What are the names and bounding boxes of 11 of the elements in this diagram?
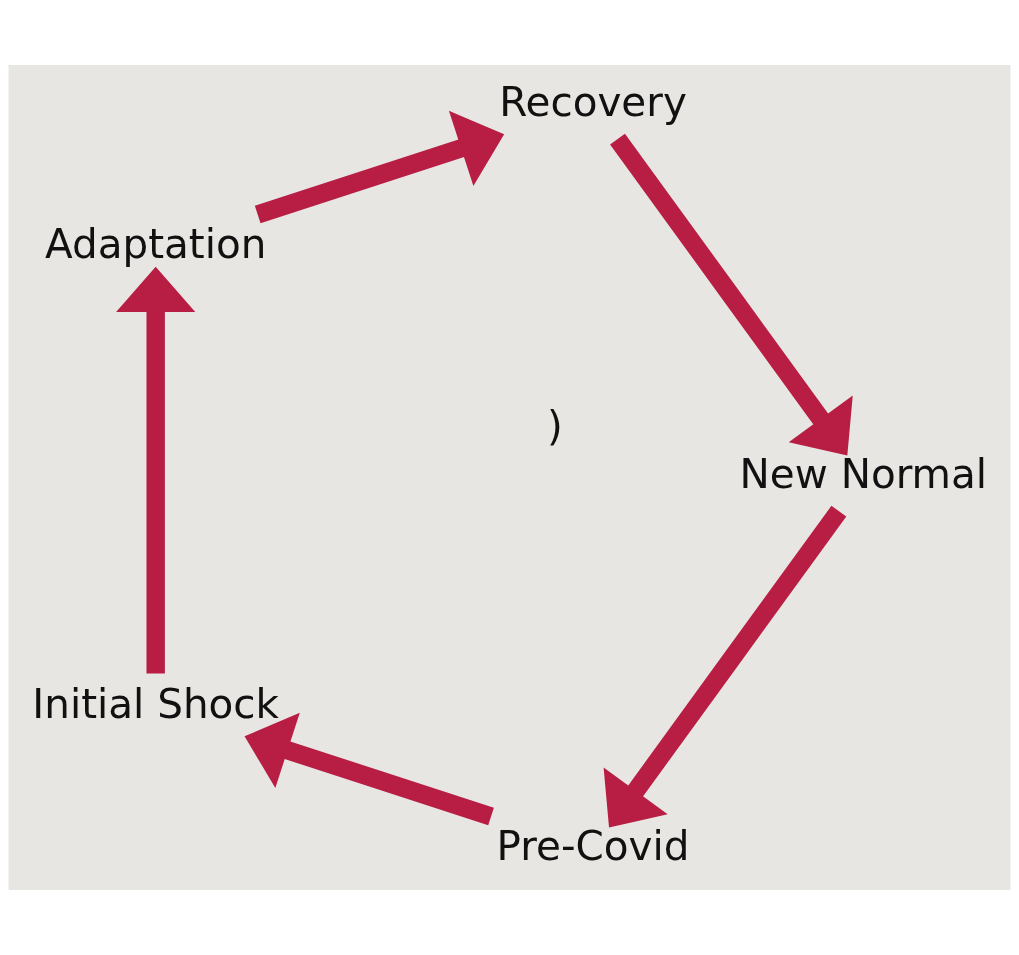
arrow [610,133,853,456]
node-text: New Normal [739,449,988,498]
node-text: Pre-Covid [496,821,690,870]
node-text: Initial Shock [32,679,280,728]
arrow [254,110,505,224]
label: ) [547,401,563,450]
arrow [603,505,847,828]
arrow [244,712,494,826]
node-text: Adaptation [45,219,267,268]
node-text: Recovery [499,77,687,126]
arrow [116,266,196,674]
